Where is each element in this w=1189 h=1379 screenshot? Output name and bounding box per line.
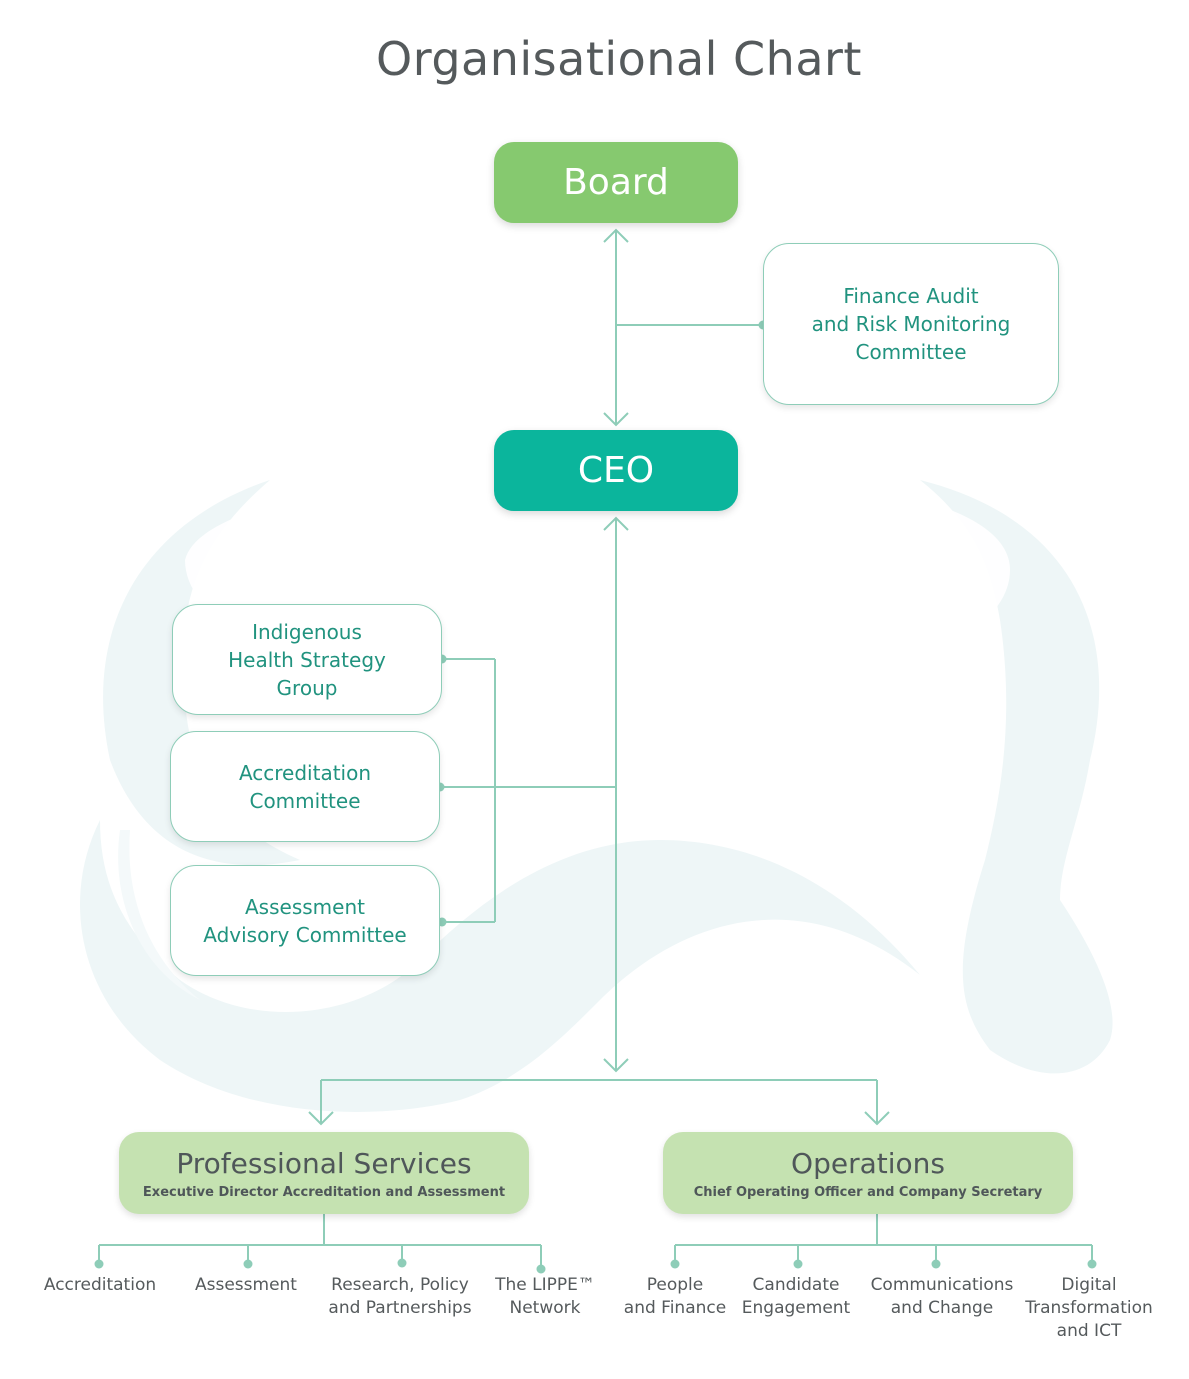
unit-assessment: Assessment bbox=[195, 1275, 297, 1295]
arrow-down-ops bbox=[864, 1111, 890, 1126]
professional-services-node: Professional Services Executive Director… bbox=[119, 1132, 529, 1214]
professional-services-name: Professional Services bbox=[176, 1146, 472, 1180]
finance-audit-committee-label: Finance Audit and Risk Monitoring Commit… bbox=[811, 284, 1011, 364]
unit-dot bbox=[670, 1259, 680, 1269]
indigenous-health-group-label: Indigenous Health Strategy Group bbox=[228, 619, 386, 700]
accreditation-committee-label: Accreditation Committee bbox=[238, 760, 372, 813]
unit-dot bbox=[94, 1259, 104, 1269]
unit-people-finance: People and Finance bbox=[623, 1275, 727, 1318]
page-title: Organisational Chart bbox=[376, 32, 862, 86]
accreditation-committee-node: Accreditation Committee bbox=[170, 731, 440, 842]
assessment-advisory-committee-label: Assessment Advisory Committee bbox=[203, 894, 407, 947]
operations-node: Operations Chief Operating Officer and C… bbox=[663, 1132, 1073, 1214]
unit-dot bbox=[243, 1259, 253, 1269]
swirl-ring bbox=[920, 480, 1113, 1074]
arrow-up-ceo bbox=[603, 516, 629, 531]
assessment-advisory-committee-node: Assessment Advisory Committee bbox=[170, 865, 440, 976]
board-node: Board bbox=[494, 142, 738, 223]
arrow-down-prof bbox=[308, 1111, 334, 1126]
professional-services-lead: Executive Director Accreditation and Ass… bbox=[142, 1184, 506, 1200]
finance-audit-committee-node: Finance Audit and Risk Monitoring Commit… bbox=[763, 243, 1059, 405]
unit-communications-change: Communications and Change bbox=[870, 1275, 1014, 1318]
unit-digital-transformation: Digital Transformation and ICT bbox=[1025, 1275, 1153, 1341]
arrow-down-ceo bbox=[603, 412, 629, 427]
unit-research-policy: Research, Policy and Partnerships bbox=[328, 1275, 472, 1318]
unit-dot bbox=[1087, 1259, 1097, 1269]
unit-accreditation: Accreditation bbox=[43, 1275, 157, 1295]
operations-lead: Chief Operating Officer and Company Secr… bbox=[693, 1184, 1043, 1200]
unit-dot bbox=[397, 1258, 407, 1268]
unit-lippe-network: The LIPPE™ Network bbox=[495, 1275, 595, 1318]
ceo-label: CEO bbox=[577, 450, 655, 491]
swirl-lower bbox=[80, 820, 920, 1112]
arrow-up-board bbox=[603, 228, 629, 243]
unit-dot bbox=[931, 1259, 941, 1269]
arrow-down-divisions bbox=[603, 1058, 629, 1073]
unit-dot bbox=[536, 1264, 546, 1274]
swirl-upper bbox=[103, 480, 300, 866]
operations-name: Operations bbox=[791, 1146, 945, 1180]
unit-candidate-engagement: Candidate Engagement bbox=[741, 1275, 851, 1318]
board-label: Board bbox=[563, 162, 669, 203]
swirl-lower-tail bbox=[118, 830, 200, 1000]
indigenous-health-group-node: Indigenous Health Strategy Group bbox=[172, 604, 442, 715]
unit-dot bbox=[793, 1259, 803, 1269]
ceo-node: CEO bbox=[494, 430, 738, 511]
